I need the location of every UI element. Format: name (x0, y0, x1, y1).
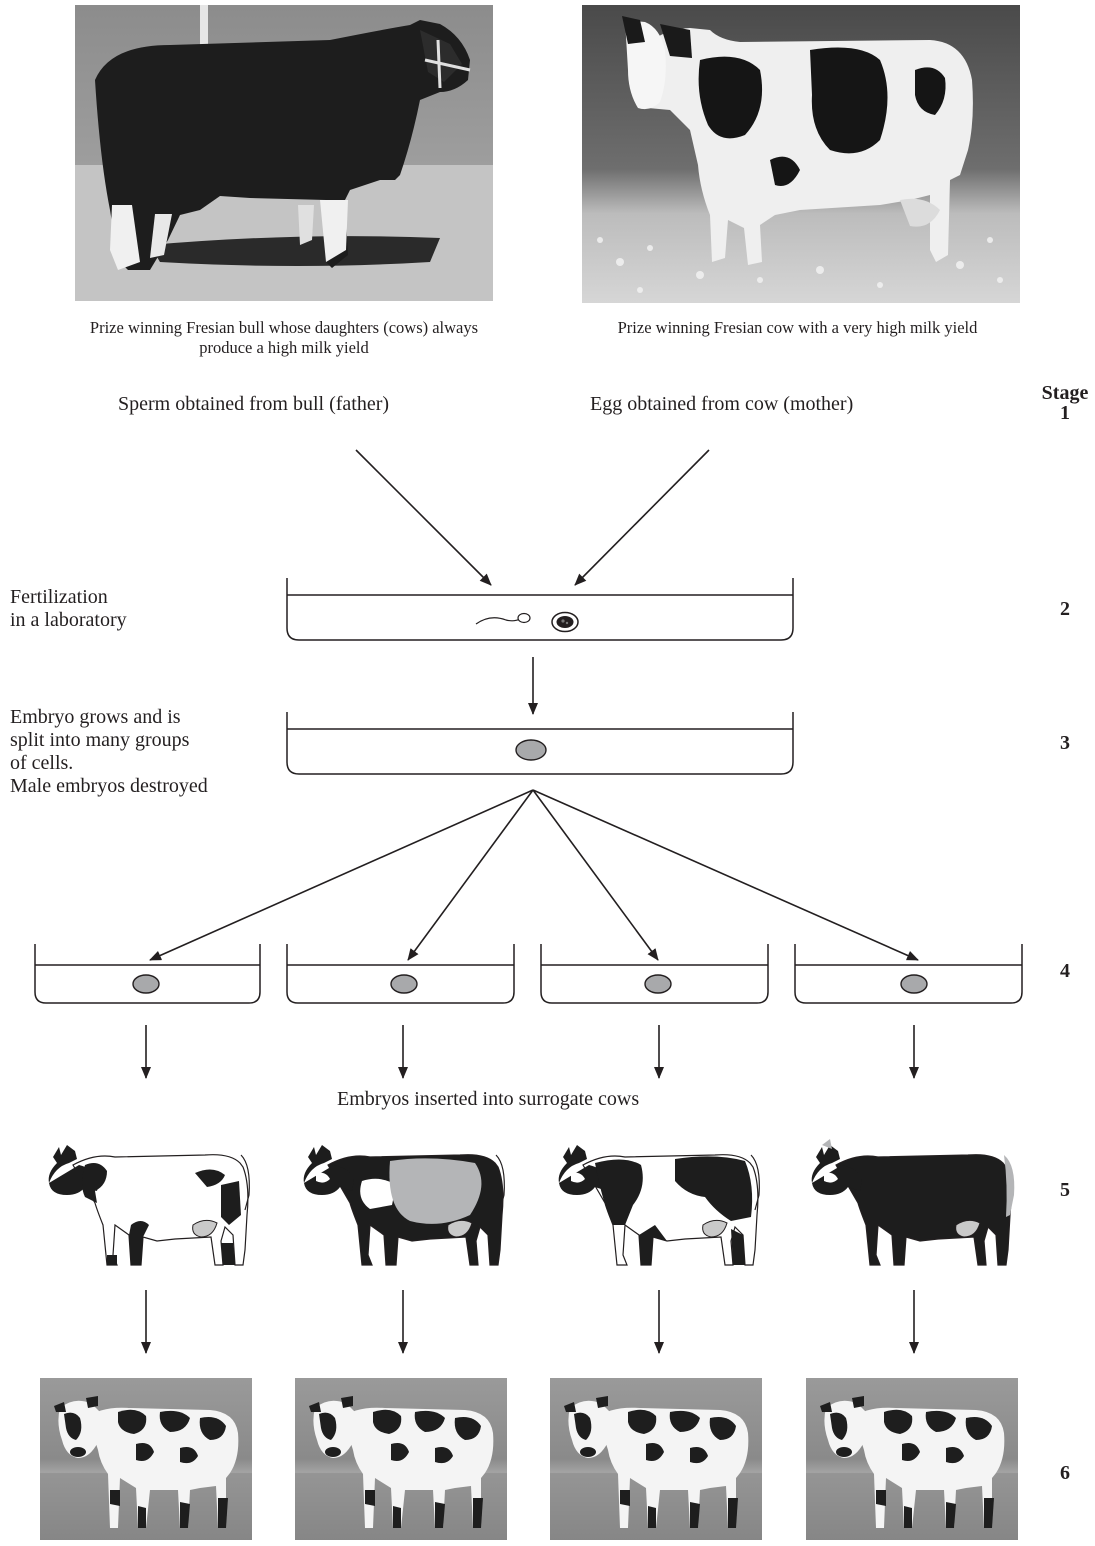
fertilization-dish (287, 578, 793, 640)
clone-calf-photo-3 (550, 1378, 762, 1540)
egg-arrow (575, 450, 709, 585)
embryo (516, 740, 546, 760)
surrogate-cow-1 (49, 1145, 250, 1265)
clone-calf-photo-1 (40, 1378, 252, 1540)
clone-calf-photo-4 (806, 1378, 1018, 1540)
sperm-arrow (356, 450, 491, 585)
surrogate-cow-2 (304, 1145, 505, 1265)
arrows-stage5-to-6 (146, 1290, 914, 1353)
surrogate-cow-4 (812, 1139, 1015, 1265)
embryo-dish-3 (541, 944, 768, 1003)
split-arrows (150, 790, 918, 960)
cow-photo (582, 5, 1020, 303)
surrogate-cow-3 (559, 1145, 760, 1265)
arrows-stage4-to-5 (146, 1025, 914, 1078)
embryo-dish-2 (287, 944, 514, 1003)
embryo-dish-1 (35, 944, 260, 1003)
sperm-cell (476, 614, 530, 625)
embryo-dish-4 (795, 944, 1022, 1003)
bull-photo (75, 5, 493, 301)
clone-calf-photo-2 (295, 1378, 507, 1540)
egg-cell (552, 613, 578, 632)
